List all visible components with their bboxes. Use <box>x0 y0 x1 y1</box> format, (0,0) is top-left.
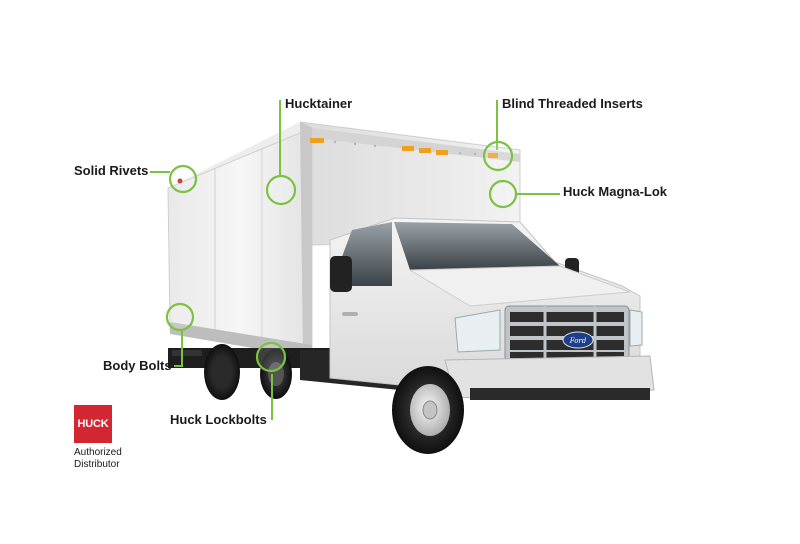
cab <box>329 217 655 400</box>
distributor-line-2: Distributor <box>74 459 120 470</box>
solid-rivets-label: Solid Rivets <box>74 163 149 178</box>
callout-circles <box>165 140 518 373</box>
distributor-line-1: Authorized <box>74 447 122 458</box>
blind-threaded-inserts-marker <box>482 140 514 172</box>
ford-badge-text: Ford <box>569 337 587 345</box>
huck-magna-lok-marker <box>488 179 518 209</box>
ford-badge: Ford <box>562 331 594 349</box>
huck-lockbolts-label: Huck Lockbolts <box>170 412 267 427</box>
solid-rivets-marker <box>168 164 198 194</box>
front-wheel <box>392 366 464 454</box>
hucktainer-marker <box>265 174 297 206</box>
blind-threaded-inserts-label: Blind Threaded Inserts <box>502 96 643 111</box>
huck-logo: HUCK <box>74 405 112 443</box>
body-bolts-leader <box>174 330 183 367</box>
cargo-box <box>167 121 521 358</box>
huck-lockbolts-marker <box>255 341 287 373</box>
body-bolts-marker <box>165 302 195 332</box>
huck-logo-text: HUCK <box>77 418 109 430</box>
body-bolts-label: Body Bolts <box>103 358 172 373</box>
huck-magna-lok-label: Huck Magna-Lok <box>563 184 668 199</box>
hucktainer-label: Hucktainer <box>285 96 353 111</box>
authorized-distributor-text: Authorized Distributor <box>74 447 122 471</box>
